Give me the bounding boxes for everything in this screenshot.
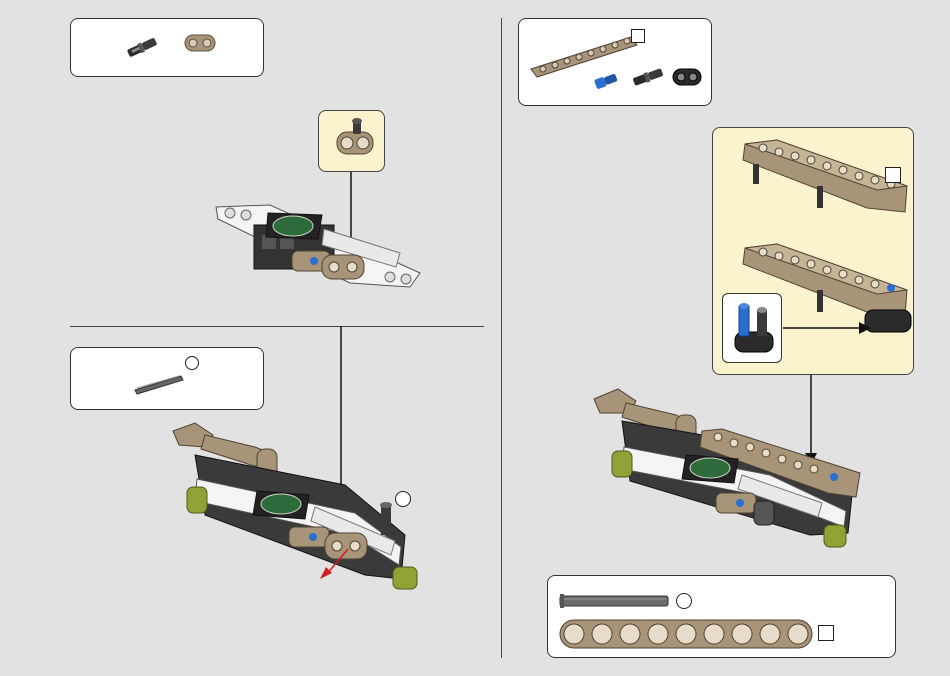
callout-connector <box>318 110 385 172</box>
long-axle-icon <box>558 591 678 611</box>
count-circle-b2 <box>395 491 411 507</box>
count-square-d <box>818 625 834 641</box>
beam-icon <box>527 29 647 79</box>
vertical-divider <box>501 18 502 658</box>
model-assembly-b <box>165 415 435 595</box>
model-assembly-c <box>590 385 860 555</box>
count-circle-d <box>676 593 692 609</box>
model-assembly-a <box>210 195 440 295</box>
rotate-arrow-icon <box>318 545 358 581</box>
beam-icon <box>558 617 818 651</box>
count-circle-b <box>185 356 199 370</box>
count-square-callout <box>885 167 901 183</box>
parts-box-step-c <box>518 18 712 106</box>
arrow-right-icon <box>783 321 873 335</box>
pin-icon <box>631 67 665 87</box>
axle-icon <box>133 368 193 398</box>
parts-box-step-a <box>70 18 264 77</box>
black-connector-icon <box>671 65 705 89</box>
blue-pin-icon <box>591 71 621 91</box>
count-square-c <box>631 29 645 43</box>
callout-inner-pins <box>722 293 782 363</box>
callout-beam-assembly <box>712 127 914 375</box>
connector-icon <box>183 31 219 55</box>
connector-pin-icon <box>323 114 383 170</box>
horizontal-divider <box>70 326 484 327</box>
pins-on-connector-icon <box>725 296 781 360</box>
parts-box-step-d <box>547 575 896 658</box>
parts-box-step-b <box>70 347 264 410</box>
pin-icon <box>123 37 163 57</box>
beam-upside-icon <box>737 136 907 216</box>
